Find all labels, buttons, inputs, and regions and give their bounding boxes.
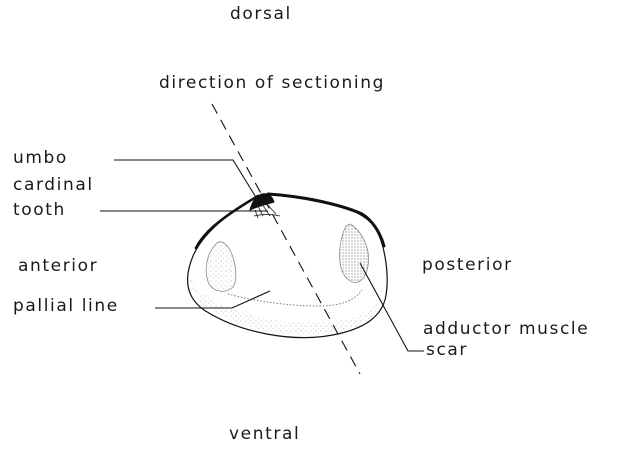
adductor-muscle-label: adductor muscle: [423, 321, 589, 338]
dorsal-label: dorsal: [230, 6, 292, 23]
tooth-label: tooth: [13, 202, 66, 219]
pallial-line-label: pallial line: [13, 298, 119, 315]
umbo-label: umbo: [13, 150, 68, 167]
anterior-label: anterior: [18, 258, 98, 275]
scar-label: scar: [426, 342, 468, 359]
cardinal-label: cardinal: [13, 177, 94, 194]
umbo-leader-line: [114, 160, 257, 199]
ventral-label: ventral: [229, 426, 300, 443]
direction-of-sectioning-label: direction of sectioning: [159, 75, 385, 92]
posterior-label: posterior: [422, 257, 513, 274]
